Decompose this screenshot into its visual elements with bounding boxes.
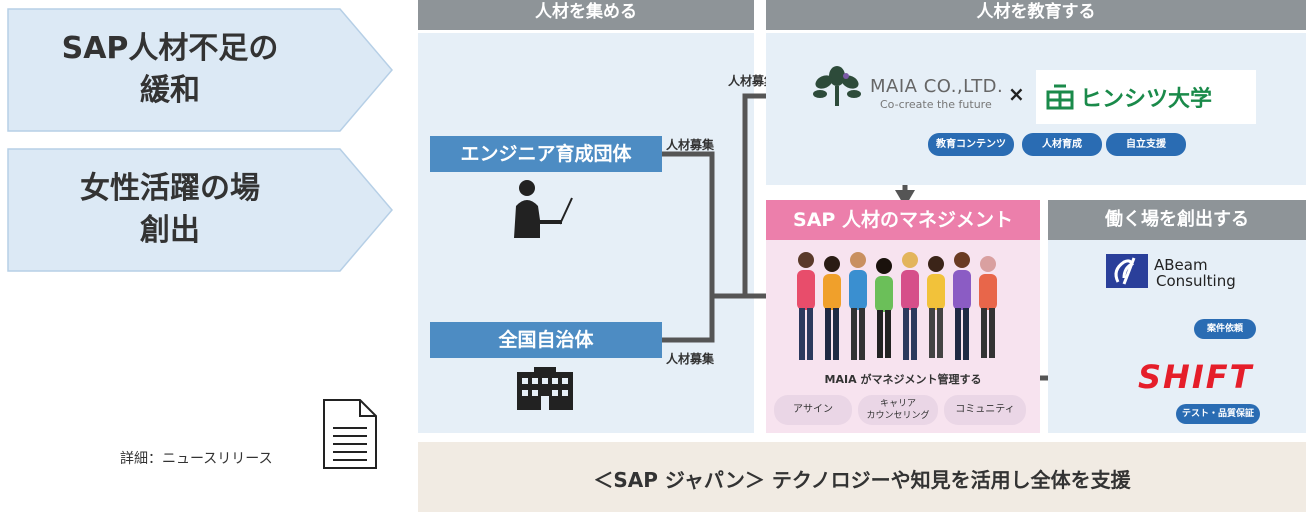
- arrow-shape-2: [7, 148, 393, 272]
- maia-tagline: Co-create the future: [880, 98, 992, 111]
- educate-pill-independence-text: 自立支援: [1126, 139, 1166, 150]
- bottom-bar-text: ＜SAP ジャパン＞ テクノロジーや知見を活用し全体を支援: [593, 468, 1131, 492]
- recruit-label-top: 人材募集: [728, 74, 777, 88]
- manage-pill-assign: アサイン: [774, 395, 852, 425]
- work-pill-test: テスト・品質保証: [1176, 404, 1260, 424]
- abeam-logo-icon: [1114, 257, 1136, 285]
- maia-tree-logo: [813, 66, 861, 106]
- org-municipality-label: 全国自治体: [498, 329, 594, 351]
- goal-text-2: 女性活躍の場 創出: [0, 168, 340, 252]
- educate-pill-content: 教育コンテンツ: [928, 133, 1014, 156]
- detail-link-text[interactable]: 詳細：ニュースリリース: [120, 451, 273, 467]
- recruit-header-text: 人材を集める: [535, 2, 637, 22]
- recruit-label-bottom: 人材募集: [666, 352, 715, 366]
- educate-pill-training: 人材育成: [1022, 133, 1102, 156]
- maia-name: MAIA CO.,LTD.: [870, 76, 1004, 97]
- manage-pill-community: コミュニティ: [944, 395, 1026, 425]
- women-group-illustration: [797, 252, 997, 360]
- building-icon: [517, 367, 573, 410]
- org-engineer-box: エンジニア育成団体: [430, 136, 662, 172]
- manage-pill-career-text: キャリア カウンセリング: [866, 399, 930, 421]
- work-header: 働く場を創出する: [1048, 200, 1306, 240]
- goal-2-line2: 創出: [140, 213, 200, 248]
- work-header-text: 働く場を創出する: [1105, 209, 1249, 230]
- manage-pill-assign-text: アサイン: [793, 404, 833, 415]
- recruit-panel: [418, 33, 754, 433]
- shift-logo: SHIFT: [1138, 358, 1254, 396]
- educate-header-text: 人材を教育する: [976, 2, 1096, 22]
- recruit-label-mid: 人材募集: [666, 138, 715, 152]
- hensitsu-name: ヒンシツ大学: [1080, 87, 1213, 112]
- manage-pill-career: キャリア カウンセリング: [858, 395, 938, 425]
- goal-1-line2: 緩和: [140, 73, 200, 108]
- org-engineer-label: エンジニア育成団体: [460, 143, 632, 165]
- bottom-bar: ＜SAP ジャパン＞ テクノロジーや知見を活用し全体を支援: [418, 442, 1306, 512]
- manage-header: SAP 人材のマネジメント: [766, 200, 1040, 240]
- goal-2-line1: 女性活躍の場: [80, 171, 260, 206]
- manage-pill-community-text: コミュニティ: [955, 404, 1015, 415]
- goal-text-1: SAP人材不足の 緩和: [0, 28, 340, 112]
- educate-header: 人材を教育する: [766, 0, 1306, 30]
- hensitsu-logo-icon: [1046, 84, 1074, 110]
- arrow-shape-1: [7, 8, 393, 132]
- times-symbol: ×: [1008, 82, 1025, 106]
- goal-arrow-2: 女性活躍の場 創出: [0, 148, 395, 272]
- work-pill-request-text: 案件依頼: [1206, 324, 1243, 334]
- manage-caption: MAIA がマネジメント管理する: [824, 373, 982, 386]
- educate-pill-independence: 自立支援: [1106, 133, 1186, 156]
- abeam-line1: ABeam: [1154, 256, 1208, 274]
- recruit-header: 人材を集める: [418, 0, 754, 30]
- goal-arrow-1: SAP人材不足の 緩和: [0, 8, 395, 132]
- educate-pill-training-text: 人材育成: [1042, 139, 1082, 150]
- org-municipality-box: 全国自治体: [430, 322, 662, 358]
- detail-link[interactable]: 詳細：ニュースリリース: [120, 398, 390, 470]
- work-pill-test-text: テスト・品質保証: [1181, 409, 1254, 419]
- document-icon[interactable]: [322, 398, 378, 470]
- woman-laptop-icon: [514, 180, 573, 238]
- educate-pill-content-text: 教育コンテンツ: [936, 139, 1006, 150]
- work-pill-request: 案件依頼: [1194, 319, 1256, 339]
- abeam-line2: Consulting: [1156, 272, 1236, 290]
- goal-1-line1: SAP人材不足の: [61, 31, 279, 66]
- manage-header-text: SAP 人材のマネジメント: [793, 209, 1013, 231]
